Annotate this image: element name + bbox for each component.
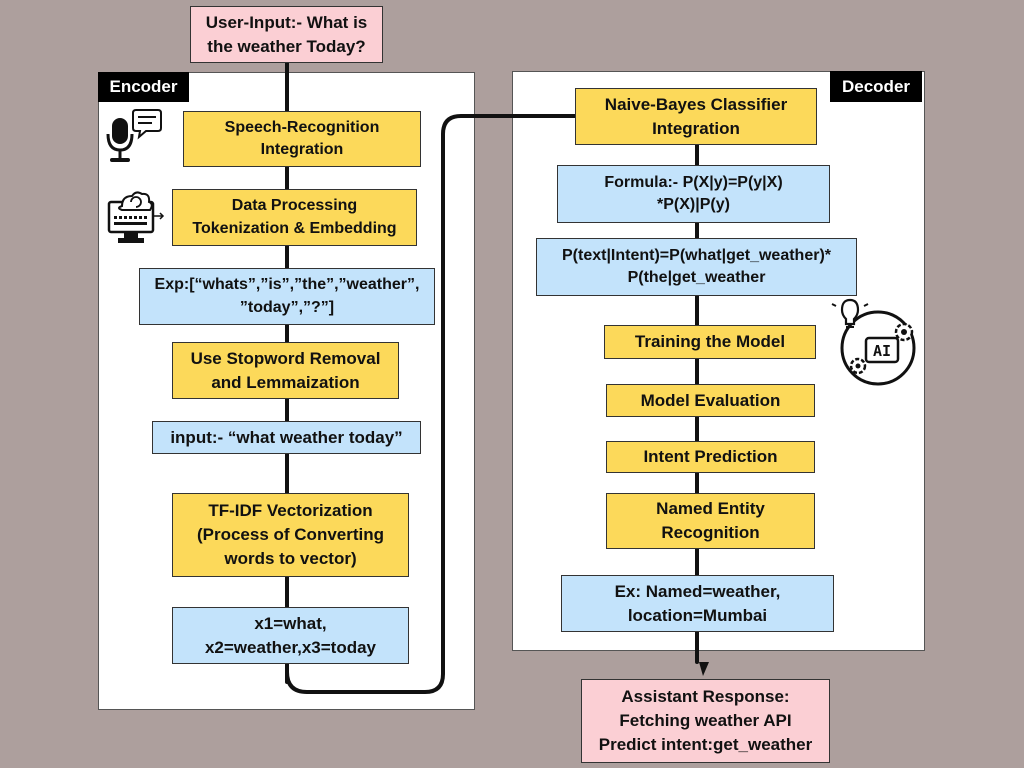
arrow-head	[699, 662, 709, 676]
formula-example-line2: P(the|get_weather	[627, 269, 766, 286]
token-example-line1: Exp:[“whats”,”is”,”the”,”weather”,	[154, 276, 420, 294]
assistant-response-box: Assistant Response: Fetching weather API P…	[581, 679, 830, 763]
data-processing-line2: Tokenization & Embedding	[192, 219, 397, 237]
user-input-box: User-Input:- What is the weather Today?	[190, 6, 383, 63]
assistant-response-line2: Fetching weather API	[619, 711, 792, 731]
tfidf-line3: words to vector)	[224, 548, 357, 568]
token-example-line2: ”today”,”?”]	[239, 298, 335, 316]
data-processing-line1: Data Processing	[231, 197, 358, 215]
assistant-response-line3: Predict intent:get_weather	[598, 734, 813, 754]
tfidf-vectorization-box: TF-IDF Vectorization (Process of Converti…	[172, 493, 409, 577]
ner-example-box: Ex: Named=weather, location=Mumbai	[561, 575, 834, 632]
ner-line1: Named Entity	[656, 499, 765, 519]
intent-prediction-box: Intent Prediction	[606, 441, 815, 473]
user-input-line1: User-Input:- What is	[205, 12, 368, 32]
encoder-label: Encoder	[98, 72, 189, 102]
vector-example-box: x1=what, x2=weather,x3=today	[172, 607, 409, 664]
tfidf-line1: TF-IDF Vectorization	[208, 501, 373, 521]
formula-line1: Formula:- P(X|y)=P(y|X)	[604, 173, 783, 191]
cleaned-input-box: input:- “what weather today”	[152, 421, 421, 454]
naive-bayes-line2: Integration	[652, 118, 740, 138]
svg-text:AI: AI	[873, 342, 891, 360]
cleaned-input-text: input:- “what weather today”	[170, 427, 403, 447]
vector-example-line2: x2=weather,x3=today	[204, 637, 377, 657]
speech-recognition-line2: Integration	[260, 141, 344, 158]
tfidf-line2: (Process of Converting	[196, 525, 385, 545]
assistant-response-line1: Assistant Response:	[621, 687, 790, 707]
token-example-box: Exp:[“whats”,”is”,”the”,”weather”, ”today…	[139, 268, 435, 325]
ner-example-line2: location=Mumbai	[627, 605, 768, 625]
ner-example-line1: Ex: Named=weather,	[614, 581, 781, 601]
training-text: Training the Model	[634, 332, 786, 352]
stopword-line1: Use Stopword Removal	[190, 348, 381, 368]
user-input-line2: the weather Today?	[207, 36, 366, 56]
training-box: Training the Model	[604, 325, 816, 359]
formula-box: Formula:- P(X|y)=P(y|X) *P(X)|P(y)	[557, 165, 830, 223]
formula-example-box: P(text|Intent)=P(what|get_weather)* P(the…	[536, 238, 857, 296]
ai-lightbulb-gear-icon: AI	[831, 298, 916, 386]
computer-cloud-sync-icon	[107, 191, 165, 243]
speech-recognition-line1: Speech-Recognition	[224, 118, 380, 136]
intent-prediction-text: Intent Prediction	[643, 447, 778, 467]
decoder-label: Decoder	[830, 71, 922, 102]
evaluation-text: Model Evaluation	[640, 390, 781, 410]
vector-example-line1: x1=what,	[254, 613, 327, 633]
evaluation-box: Model Evaluation	[606, 384, 815, 417]
microphone-chat-icon	[106, 109, 162, 162]
ner-line2: Recognition	[661, 523, 760, 542]
stopword-removal-box: Use Stopword Removal and Lemmaization	[172, 342, 399, 399]
encoder-to-decoder-connector	[285, 114, 580, 694]
stopword-line2: and Lemmaization	[211, 372, 360, 392]
formula-example-line1: P(text|Intent)=P(what|get_weather)*	[562, 246, 831, 264]
formula-line2: *P(X)|P(y)	[657, 196, 730, 213]
naive-bayes-line1: Naive-Bayes Classifier	[604, 94, 788, 114]
